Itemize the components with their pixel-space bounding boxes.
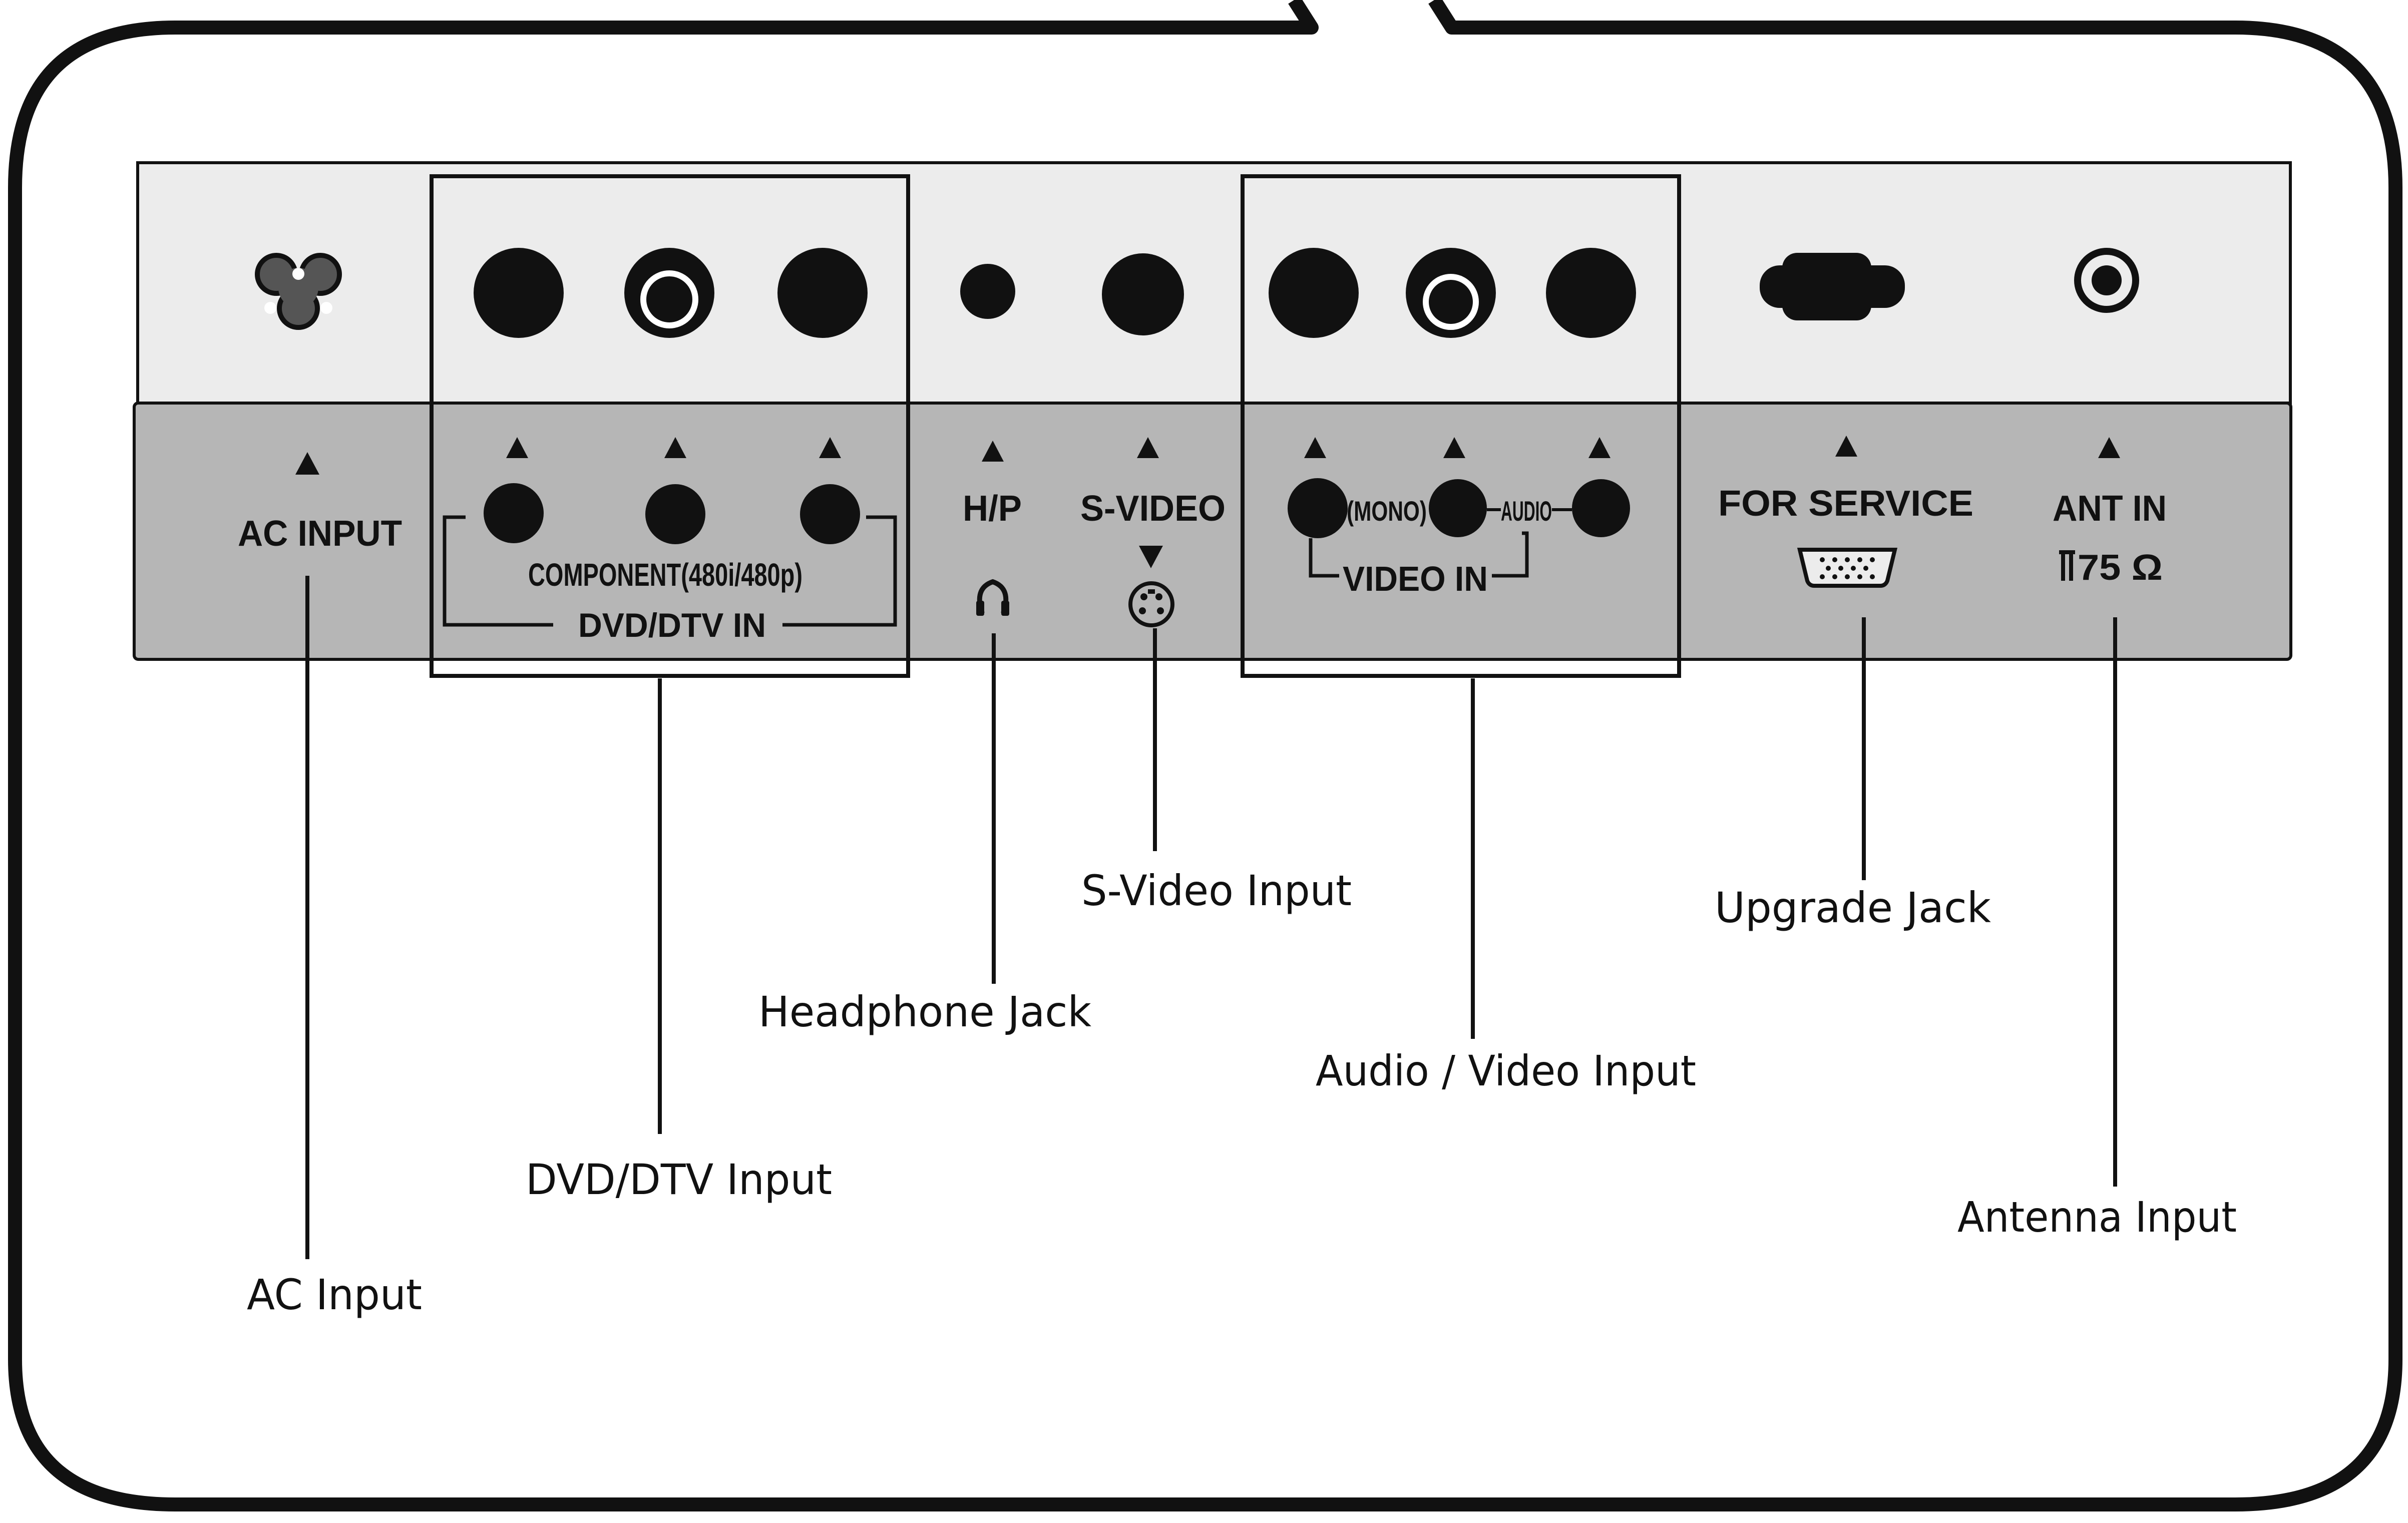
ant-in-panel-label: ANT IN: [2053, 489, 2167, 529]
ac-input-panel-label: AC INPUT: [238, 514, 402, 554]
av-jack-audio-left: [1406, 248, 1496, 338]
down-arrow-marker: [1139, 546, 1163, 568]
ohm-panel-label: 75 Ω: [2078, 548, 2163, 588]
bubble-frame: [8, 0, 2402, 1511]
component-panel-label: COMPONENT(480i/480p): [528, 557, 802, 593]
av-jack-audio-right: [1546, 248, 1636, 338]
av-jack-audio-left-lower: [1429, 479, 1487, 537]
ac-power-socket-icon: [255, 253, 342, 330]
callout-audio-video-input: Audio / Video Input: [1316, 1046, 1696, 1095]
headphone-jack: [960, 264, 1015, 319]
component-jack-y: [474, 248, 564, 338]
for-service-panel-label: FOR SERVICE: [1718, 484, 1973, 524]
dvd-dtv-group-box: [430, 174, 910, 678]
av-jack-video-lower: [1288, 478, 1348, 538]
s-video-jack: [1102, 253, 1184, 335]
component-jack-pb-lower: [645, 484, 705, 544]
component-bracket: [443, 515, 897, 627]
av-jack-audio-right-lower: [1572, 479, 1630, 537]
service-port: [1760, 253, 1905, 320]
av-group-box: [1241, 174, 1681, 678]
panel-label-strip: [133, 402, 2292, 661]
dvd-dtv-in-panel-label: DVD/DTV IN: [578, 606, 766, 644]
callout-dvd-dtv-input: DVD/DTV Input: [526, 1155, 832, 1204]
s-video-icon: [1128, 581, 1174, 627]
hp-panel-label: H/P: [963, 489, 1022, 529]
callout-leader-lines: [305, 576, 2117, 1259]
av-jack-video: [1269, 248, 1359, 338]
up-arrow-markers: [295, 436, 2120, 475]
callout-upgrade-jack: Upgrade Jack: [1715, 883, 1991, 932]
component-jack-pr: [777, 248, 868, 338]
service-port-icon: [1797, 548, 1898, 588]
panel-jack-strip: [136, 161, 2292, 405]
coax-symbol-icon: [2059, 550, 2075, 581]
callout-s-video-input: S-Video Input: [1081, 866, 1352, 915]
audio-panel-label: AUDIO: [1501, 495, 1552, 527]
component-jack-pr-lower: [800, 484, 860, 544]
component-jack-pb: [624, 248, 714, 338]
callout-headphone-jack: Headphone Jack: [758, 987, 1091, 1036]
antenna-port: [2074, 248, 2139, 313]
callout-antenna-input: Antenna Input: [1957, 1193, 2237, 1242]
callout-ac-input: AC Input: [247, 1270, 422, 1319]
video-in-panel-label: VIDEO IN: [1343, 559, 1488, 598]
headphone-icon: [976, 579, 1009, 616]
mono-panel-label: (MONO): [1347, 495, 1427, 527]
component-jack-y-lower: [484, 483, 544, 543]
s-video-panel-label: S-VIDEO: [1080, 489, 1226, 529]
video-in-bracket: [1309, 531, 1529, 578]
